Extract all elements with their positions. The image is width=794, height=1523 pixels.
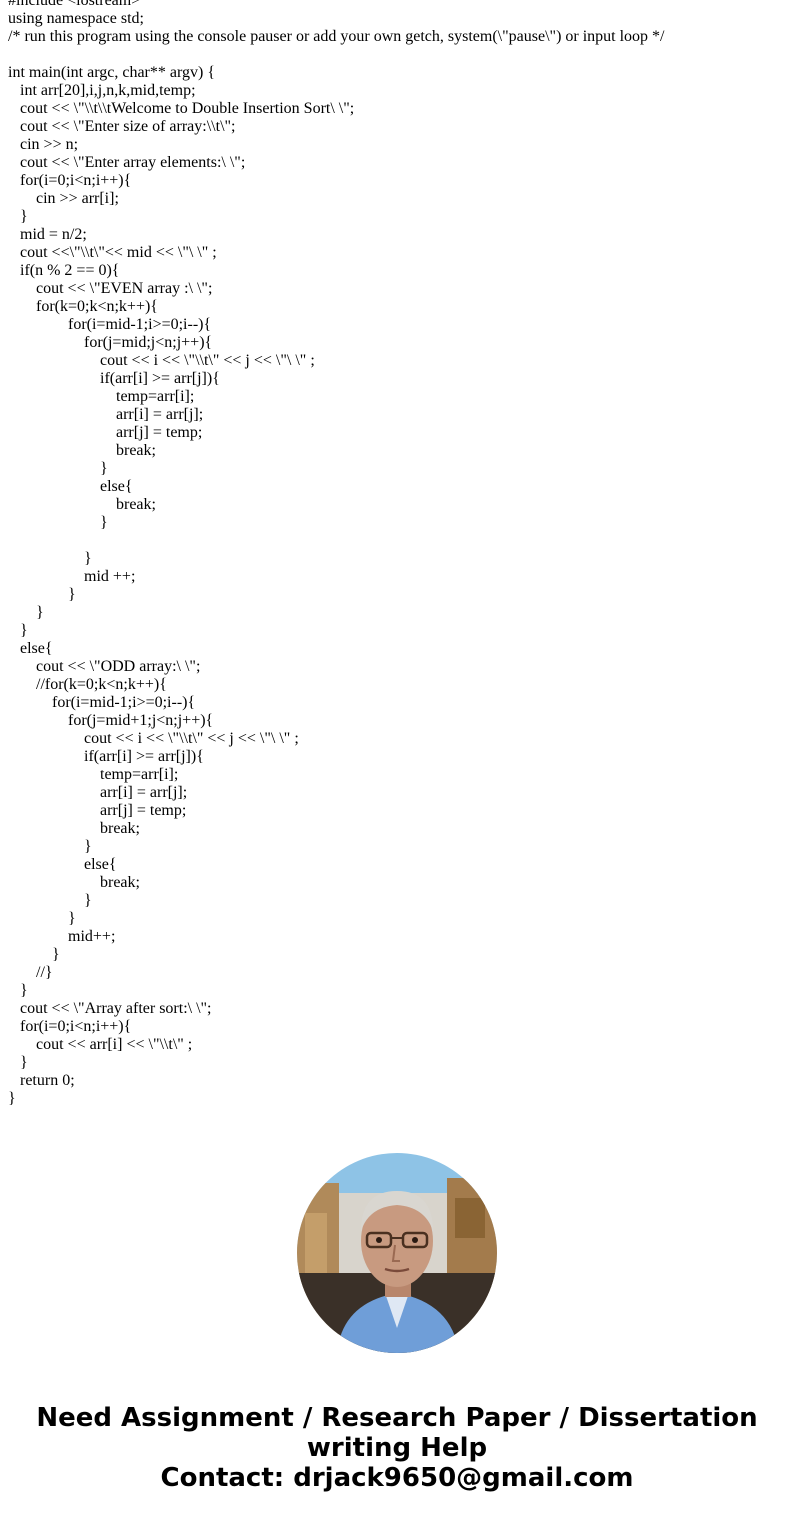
code-line: if(n % 2 == 0){ [8,262,120,279]
code-line: } [8,1090,16,1107]
code-line: } [8,622,28,639]
code-line: //for(k=0;k<n;k++){ [8,676,167,693]
code-line: cout << i << \"\\t\" << j << \"\ \" ; [8,730,299,747]
code-line: } [8,892,92,909]
code-line: for(i=0;i<n;i++){ [8,1018,132,1035]
code-line: } [8,838,92,855]
code-line: for(j=mid+1;j<n;j++){ [8,712,214,729]
code-line: } [8,604,44,621]
promo-banner: Need Assignment / Research Paper / Disse… [0,1403,794,1493]
code-line: break; [8,496,156,513]
code-line [8,46,788,64]
code-line: } [8,910,76,927]
code-line: cout << \"\\t\\tWelcome to Double Insert… [8,100,355,117]
code-line: for(i=mid-1;i>=0;i--){ [8,694,196,711]
code-line: arr[j] = temp; [8,424,203,441]
code-line: mid = n/2; [8,226,87,243]
code-line: arr[j] = temp; [8,802,187,819]
code-line: if(arr[i] >= arr[j]){ [8,748,204,765]
code-line: cout << \"Array after sort:\ \"; [8,1000,212,1017]
code-line [8,532,788,550]
code-line: } [8,208,28,225]
code-line: int arr[20],i,j,n,k,mid,temp; [8,82,196,99]
code-line: return 0; [8,1072,75,1089]
code-line: cout << \"Enter array elements:\ \"; [8,154,246,171]
code-line: cin >> n; [8,136,79,153]
code-line: } [8,586,76,603]
code-line: cout << arr[i] << \"\\t\" ; [8,1036,193,1053]
code-line: temp=arr[i]; [8,388,195,405]
code-line: cout << i << \"\\t\" << j << \"\ \" ; [8,352,315,369]
code-line: arr[i] = arr[j]; [8,784,188,801]
code-line: if(arr[i] >= arr[j]){ [8,370,220,387]
code-line: break; [8,820,140,837]
code-line: break; [8,874,140,891]
code-line: temp=arr[i]; [8,766,179,783]
code-line: for(j=mid;j<n;j++){ [8,334,213,351]
code-line: using namespace std; [8,10,144,27]
code-line: cout <<\"\\t\"<< mid << \"\ \" ; [8,244,217,261]
code-line: cin >> arr[i]; [8,190,119,207]
code-line: //} [8,964,53,981]
code-line: /* run this program using the console pa… [8,28,665,45]
code-line: } [8,550,92,567]
code-line: for(i=0;i<n;i++){ [8,172,132,189]
source-code-block: #include <iostream>using namespace std;/… [8,0,788,1108]
code-line: arr[i] = arr[j]; [8,406,204,423]
code-line: } [8,982,28,999]
code-line: cout << \"ODD array:\ \"; [8,658,201,675]
code-line: } [8,946,60,963]
code-line: else{ [8,478,133,495]
code-line: mid++; [8,928,116,945]
code-line: } [8,1054,28,1071]
code-line: #include <iostream> [8,0,141,9]
code-line: else{ [8,640,53,657]
code-line: break; [8,442,156,459]
code-line: cout << \"EVEN array :\ \"; [8,280,213,297]
code-line: cout << \"Enter size of array:\\t\"; [8,118,236,135]
code-line: else{ [8,856,117,873]
code-line: for(i=mid-1;i>=0;i--){ [8,316,212,333]
code-line: mid ++; [8,568,136,585]
code-line: } [8,514,108,531]
promo-line-1: Need Assignment / Research Paper / Disse… [36,1403,758,1433]
code-line: } [8,460,108,477]
code-line: int main(int argc, char** argv) { [8,64,216,81]
promo-line-3: Contact: drjack9650@gmail.com [160,1463,634,1493]
code-line: for(k=0;k<n;k++){ [8,298,158,315]
author-avatar [297,1153,497,1353]
promo-line-2: writing Help [306,1433,488,1463]
